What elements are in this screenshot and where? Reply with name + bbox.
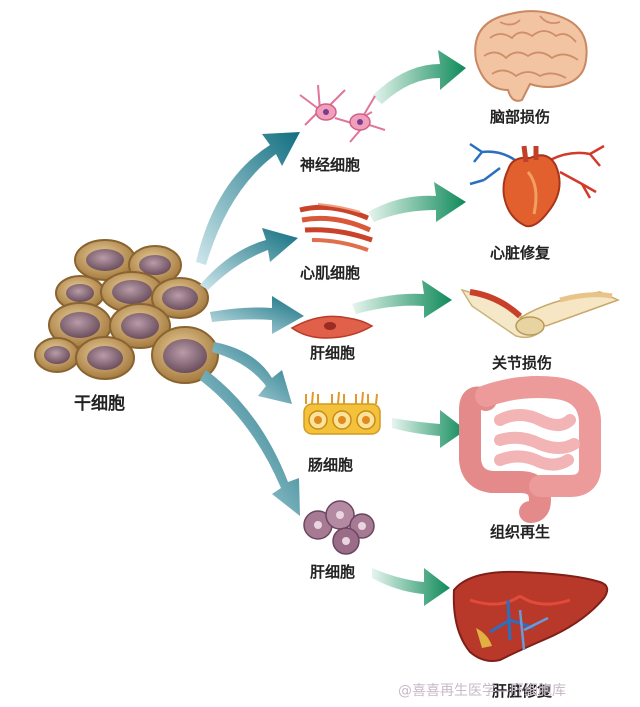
joint-injury-label: 关节损伤: [492, 354, 553, 372]
arrow-to-liver: [372, 568, 450, 606]
liver-cell-icon: [290, 315, 374, 339]
brain-icon: [474, 10, 588, 102]
liver-cell-cluster-icon: [303, 500, 375, 555]
neuron-icon: [299, 84, 386, 143]
arrow-to-muscle: [200, 228, 298, 290]
intestinal-cell-label: 肠细胞: [308, 456, 354, 474]
teal-arrows: [196, 132, 304, 516]
hepatocyte-label-2: 肝细胞: [310, 563, 356, 581]
tissue-regeneration-label: 组织再生: [490, 523, 551, 541]
watermark: @喜喜再生医学—肝细胞库: [398, 683, 566, 699]
arrow-to-liver1: [210, 296, 304, 334]
joint-icon: [460, 288, 621, 339]
muscle-cells-icon: [299, 203, 373, 252]
green-arrows: [352, 50, 466, 606]
liver-icon: [452, 570, 609, 662]
arrow-to-joint: [352, 280, 452, 318]
arrow-to-intestine: [212, 342, 292, 404]
stem-cell-cluster-icon: [34, 239, 219, 384]
liver-repair-label: 肝脏修复: [492, 682, 553, 700]
arrow-to-tissue: [392, 410, 466, 448]
intestine-cells-icon: [303, 391, 381, 435]
heart-repair-label: 心脏修复: [490, 244, 551, 262]
stem-cell-label: 干细胞: [74, 394, 125, 414]
hepatocyte-label-1: 肝细胞: [310, 344, 356, 362]
neuron-label: 神经细胞: [300, 156, 361, 174]
brain-injury-label: 脑部损伤: [490, 108, 551, 126]
arrow-to-neuron: [196, 132, 300, 265]
arrow-to-brain: [372, 50, 466, 104]
cardiomyocyte-label: 心肌细胞: [300, 264, 361, 282]
intestine-icon: [459, 376, 601, 523]
heart-icon: [469, 142, 605, 228]
arrow-to-liver2: [200, 370, 300, 516]
arrow-to-heart: [368, 182, 466, 222]
